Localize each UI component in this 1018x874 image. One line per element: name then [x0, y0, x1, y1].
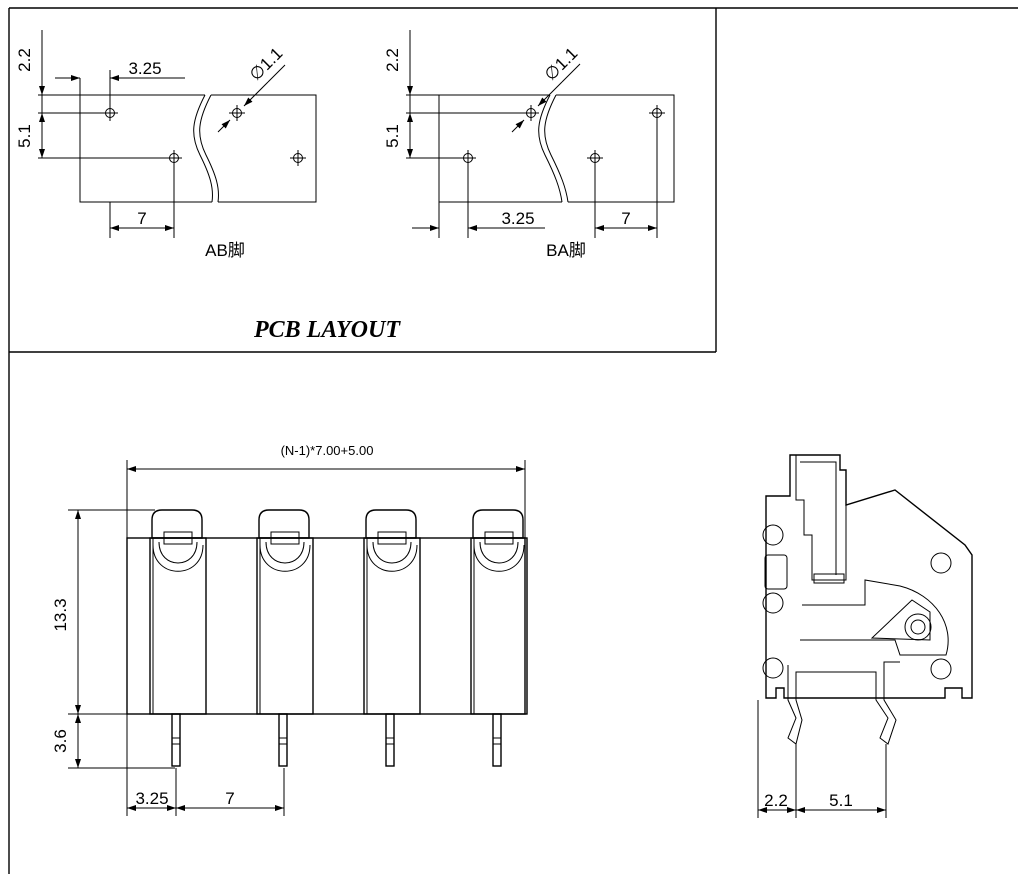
layout-label: AB脚: [205, 241, 245, 260]
dim-spacing-y: 5.1: [15, 124, 34, 148]
dim-spacing-x: 3.25: [128, 59, 161, 78]
dim-offset: 2.2: [764, 791, 788, 810]
dim-pitch: 7: [225, 789, 234, 808]
dim-top: 2.2: [383, 48, 402, 72]
layout-label: BA脚: [546, 241, 586, 260]
dim-top: 2.2: [15, 48, 34, 72]
dim-diameter: ∅1.1: [246, 44, 287, 85]
dim-pitch: 7: [137, 209, 146, 228]
dim-height: 13.3: [51, 598, 70, 631]
dim-overall: (N-1)*7.00+5.00: [281, 443, 374, 458]
pcb-layout-ba: 2.2 5.1 3.25 7 ∅1.1 BA脚: [383, 30, 675, 260]
drawing-title: PCB LAYOUT: [253, 317, 401, 343]
terminal-pole: [149, 509, 207, 767]
hole-marker: [290, 150, 306, 166]
pole-group: [149, 509, 528, 767]
terminal-pole: [470, 509, 528, 767]
hole-marker: [229, 105, 245, 121]
dim-pitch: 7: [621, 209, 630, 228]
front-view: (N-1)*7.00+5.00 13.3 3.6 3.25 7: [51, 443, 528, 816]
dim-spacing-x: 3.25: [501, 209, 534, 228]
dim-row-spacing: 5.1: [829, 791, 853, 810]
dim-pin-length: 3.6: [51, 729, 70, 753]
dim-offset: 3.25: [135, 789, 168, 808]
dim-spacing-y: 5.1: [383, 124, 402, 148]
pcb-layout-ab: 2.2 3.25 5.1 7 ∅1.1 AB脚: [15, 30, 317, 260]
terminal-pole: [256, 509, 314, 767]
side-view: 2.2 5.1: [757, 454, 973, 818]
dim-diameter: ∅1.1: [541, 44, 582, 85]
frame: [8, 7, 1018, 874]
terminal-pole: [363, 509, 421, 767]
